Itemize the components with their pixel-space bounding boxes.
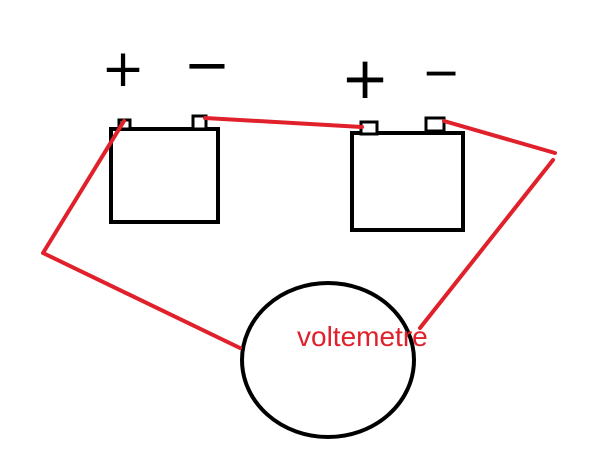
battery-left-body: [109, 127, 220, 224]
voltmeter-label: voltemetre: [297, 321, 428, 352]
wire-right-side-down: [418, 158, 555, 330]
battery-left-minus-terminal: [191, 114, 208, 131]
battery-right-plus-sign: +: [341, 44, 390, 112]
wire-right-minus-to-meter: [442, 119, 557, 155]
battery-right-body: [350, 131, 465, 232]
wire-left-plus-to-meter: [41, 119, 242, 350]
battery-left-plus-sign: +: [101, 39, 145, 99]
battery-left-minus-sign: −: [184, 33, 231, 98]
battery-right: [350, 116, 465, 232]
battery-left: [109, 114, 220, 224]
battery-right-minus-sign: −: [422, 45, 461, 99]
wires: [41, 116, 557, 350]
battery-right-minus-terminal: [424, 116, 446, 133]
wire-left-minus-to-right-plus: [203, 116, 364, 129]
voltmeter-circle: [240, 281, 416, 439]
